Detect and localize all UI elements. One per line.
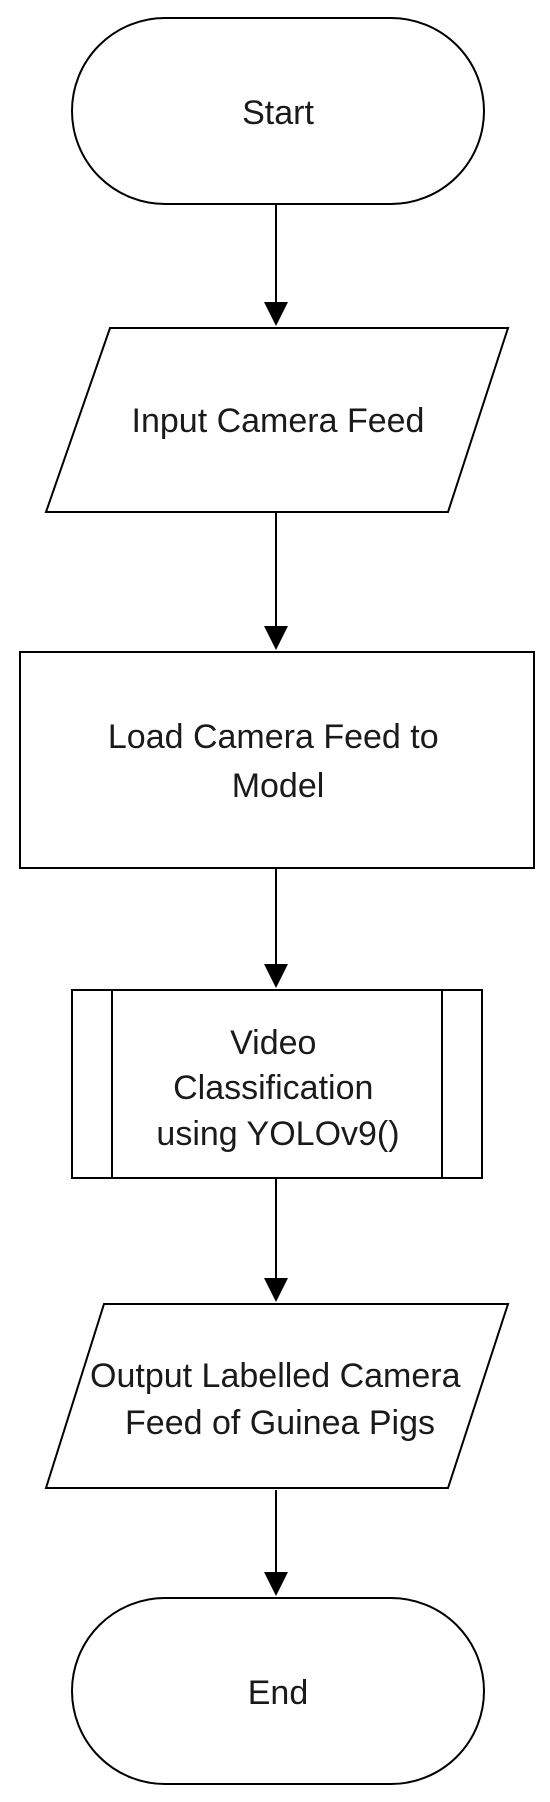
start-label: Start [242, 94, 314, 132]
node-classify: Video Classification using YOLOv9() [71, 989, 483, 1179]
node-input: Input Camera Feed [44, 327, 510, 513]
node-start: Start [71, 17, 485, 205]
input-label: Input Camera Feed [132, 402, 425, 440]
connector-input-to-load [264, 512, 288, 650]
classify-label: Video Classification using YOLOv9() [156, 1024, 399, 1153]
load-process-shape [19, 651, 535, 869]
node-end: End [71, 1597, 485, 1785]
end-label: End [248, 1674, 309, 1712]
connector-load-to-classify [264, 868, 288, 988]
load-label: Load Camera Feed to Model [108, 718, 448, 805]
node-output: Output Labelled Camera Feed of Guinea Pi… [44, 1303, 510, 1489]
end-terminator-shape [71, 1597, 485, 1785]
input-data-shape [44, 327, 510, 513]
output-label: Output Labelled Camera Feed of Guinea Pi… [90, 1357, 470, 1442]
start-terminator-shape [71, 17, 485, 205]
output-data-shape [44, 1303, 510, 1489]
connector-start-to-input [264, 205, 288, 326]
connectors [264, 205, 288, 1596]
connector-classify-to-output [264, 1178, 288, 1302]
node-load: Load Camera Feed to Model [19, 651, 535, 869]
classify-process-shape [71, 989, 483, 1179]
connector-output-to-end [264, 1490, 288, 1596]
